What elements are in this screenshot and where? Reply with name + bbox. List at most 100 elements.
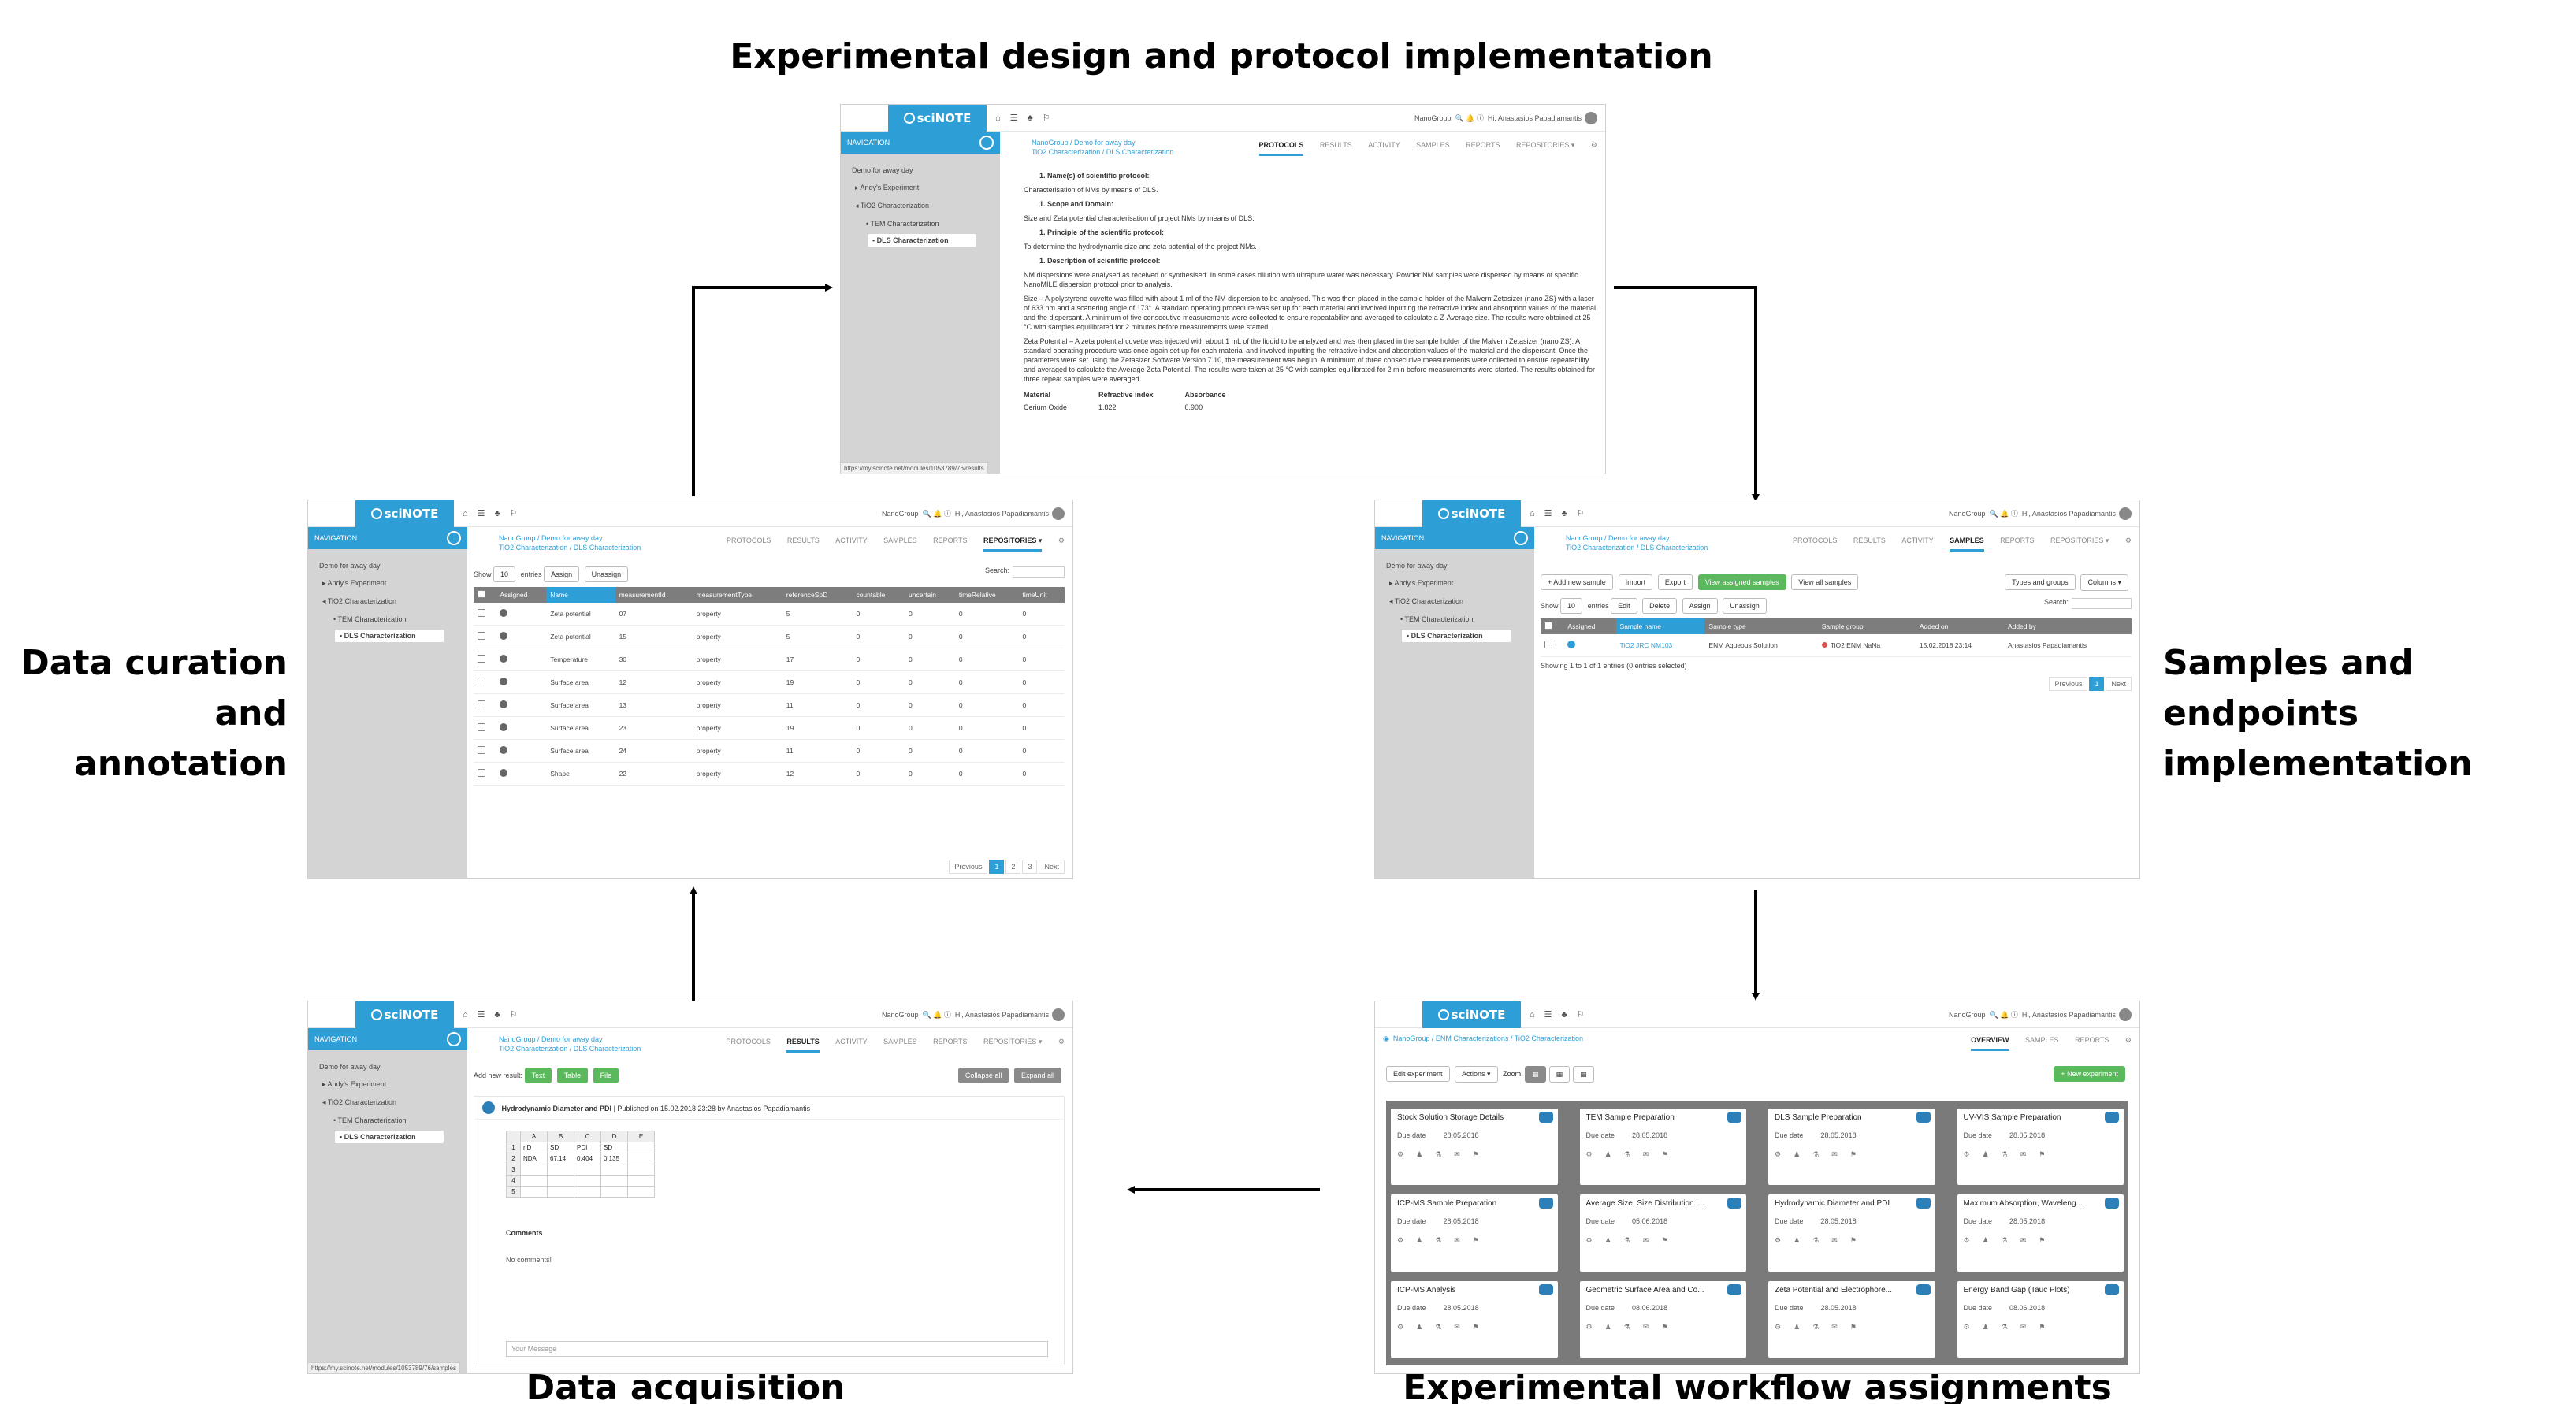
nav-item-project[interactable]: Demo for away day	[1386, 562, 1448, 570]
types-groups-button[interactable]: Types and groups	[2005, 574, 2076, 590]
nav-item-experiment[interactable]: ◂ TiO2 Characterization	[322, 597, 397, 605]
select-all-checkbox[interactable]	[1544, 622, 1552, 630]
assign-button[interactable]: Assign	[544, 566, 580, 582]
import-button[interactable]: Import	[1618, 574, 1653, 590]
pager-page[interactable]: 1	[2089, 677, 2105, 691]
sheet-cell[interactable]: PDI	[574, 1142, 601, 1153]
task-card[interactable]: Zeta Potential and Electrophore...Due da…	[1768, 1280, 1935, 1358]
task-action-icons[interactable]: ⚙♟⚗✉⚑	[1775, 1150, 1869, 1158]
column-header[interactable]: measurementType	[692, 587, 782, 603]
sheet-cell[interactable]	[520, 1186, 548, 1198]
nav-item-experiment[interactable]: ▸ Andy's Experiment	[322, 1080, 387, 1088]
user-menu[interactable]: NanoGroup 🔍 🔔 ⓘ Hi, Anastasios Papadiama…	[882, 507, 1065, 520]
sheet-cell[interactable]	[627, 1186, 655, 1198]
sheet-cell[interactable]	[520, 1164, 548, 1176]
zoom-full-icon[interactable]: ▦	[1525, 1066, 1546, 1083]
task-title[interactable]: DLS Sample Preparation	[1775, 1113, 1862, 1122]
task-title[interactable]: TEM Sample Preparation	[1585, 1113, 1675, 1122]
tab-reports[interactable]: REPORTS	[2000, 537, 2035, 544]
nav-item-experiment[interactable]: ◂ TiO2 Characterization	[855, 202, 930, 210]
avatar[interactable]	[2119, 507, 2132, 520]
tab-repositories[interactable]: REPOSITORIES ▾	[983, 537, 1043, 552]
column-header[interactable]: Added on	[1915, 618, 2004, 634]
nav-item-project[interactable]: Demo for away day	[852, 166, 913, 174]
settings-icon[interactable]: ⚙	[2124, 537, 2132, 544]
page-size-select[interactable]: 10	[1560, 598, 1583, 614]
top-nav-icons[interactable]: ⌂☰♣⚐	[995, 113, 1060, 123]
pager-page[interactable]: 2	[1005, 860, 1021, 874]
search-input[interactable]	[1013, 566, 1065, 578]
tab-results[interactable]: RESULTS	[1853, 537, 1886, 544]
scinote-logo[interactable]: sciNOTE	[1422, 1001, 1521, 1028]
tab-activity[interactable]: ACTIVITY	[1901, 537, 1934, 544]
row-checkbox[interactable]	[1544, 641, 1552, 648]
view-all-button[interactable]: View all samples	[1791, 574, 1859, 590]
column-header[interactable]: Sample type	[1704, 618, 1818, 634]
nav-item-task[interactable]: • TEM Characterization	[866, 220, 939, 228]
user-menu[interactable]: NanoGroup 🔍 🔔 ⓘ Hi, Anastasios Papadiama…	[1949, 1008, 2132, 1021]
nav-item-task-selected[interactable]: • DLS Characterization	[335, 1131, 444, 1143]
column-header[interactable]: referenceSpD	[782, 587, 853, 603]
tab-samples[interactable]: SAMPLES	[1950, 537, 1984, 552]
tab-samples[interactable]: SAMPLES	[883, 537, 917, 544]
pager-next[interactable]: Next	[2106, 677, 2132, 691]
task-action-icons[interactable]: ⚙♟⚗✉⚑	[1397, 1322, 1492, 1331]
top-nav-icons[interactable]: ⌂☰♣⚐	[463, 1010, 527, 1020]
column-header[interactable]: Sample group	[1817, 618, 1916, 634]
nav-toggle-icon[interactable]	[979, 136, 994, 150]
row-checkbox[interactable]	[478, 655, 485, 663]
task-action-icons[interactable]: ⚙♟⚗✉⚑	[1585, 1322, 1681, 1331]
column-header[interactable]: uncertain	[905, 587, 955, 603]
search-input[interactable]	[2072, 598, 2132, 609]
delete-button[interactable]: Delete	[1642, 598, 1678, 614]
tab-reports[interactable]: REPORTS	[1466, 141, 1500, 149]
unassign-button[interactable]: Unassign	[584, 566, 629, 582]
column-header[interactable]: timeRelative	[954, 587, 1019, 603]
tab-repositories[interactable]: REPOSITORIES ▾	[1516, 141, 1575, 149]
nav-item-experiment[interactable]: ▸ Andy's Experiment	[855, 184, 920, 191]
sheet-cell[interactable]	[627, 1164, 655, 1176]
row-checkbox[interactable]	[478, 678, 485, 685]
scinote-logo[interactable]: sciNOTE	[355, 1001, 454, 1028]
tab-activity[interactable]: ACTIVITY	[835, 537, 868, 544]
task-action-icons[interactable]: ⚙♟⚗✉⚑	[1963, 1150, 2058, 1158]
tab-protocols[interactable]: PROTOCOLS	[726, 1038, 771, 1046]
sheet-cell[interactable]	[600, 1164, 628, 1176]
top-nav-icons[interactable]: ⌂☰♣⚐	[1530, 1010, 1594, 1020]
nav-item-experiment[interactable]: ◂ TiO2 Characterization	[1389, 597, 1464, 605]
row-checkbox[interactable]	[478, 700, 485, 708]
nav-item-task-selected[interactable]: • DLS Characterization	[868, 234, 976, 247]
tab-reports[interactable]: REPORTS	[933, 1038, 968, 1046]
table-row[interactable]: TiO2 JRC NM103 ENM Aqueous Solution TiO2…	[1541, 634, 2132, 657]
sheet-cell[interactable]	[547, 1186, 574, 1198]
add-sample-button[interactable]: + Add new sample	[1541, 574, 1613, 590]
tab-reports[interactable]: REPORTS	[2075, 1036, 2109, 1044]
tab-results[interactable]: RESULTS	[1319, 141, 1352, 149]
nav-item-task[interactable]: • TEM Characterization	[333, 615, 407, 623]
export-button[interactable]: Export	[1657, 574, 1693, 590]
task-title[interactable]: ICP-MS Sample Preparation	[1397, 1199, 1497, 1209]
tab-results[interactable]: RESULTS	[786, 537, 820, 544]
task-action-icons[interactable]: ⚙♟⚗✉⚑	[1963, 1322, 2058, 1331]
avatar[interactable]	[1585, 112, 1597, 124]
edit-button[interactable]: Edit	[1611, 598, 1637, 614]
pager-previous[interactable]: Previous	[2049, 677, 2088, 691]
sheet-cell[interactable]	[627, 1175, 655, 1187]
scinote-logo[interactable]: sciNOTE	[1422, 500, 1521, 527]
task-action-icons[interactable]: ⚙♟⚗✉⚑	[1585, 1150, 1681, 1158]
column-header[interactable]: countable	[852, 587, 905, 603]
sheet-cell[interactable]: SD	[600, 1142, 628, 1153]
column-header[interactable]: Assigned	[1563, 618, 1616, 634]
actions-button[interactable]: Actions ▾	[1455, 1066, 1498, 1083]
sheet-cell[interactable]: 67.14	[547, 1153, 574, 1164]
view-assigned-button[interactable]: View assigned samples	[1697, 574, 1786, 590]
columns-button[interactable]: Columns ▾	[2080, 574, 2128, 591]
top-nav-icons[interactable]: ⌂☰♣⚐	[1530, 509, 1594, 518]
